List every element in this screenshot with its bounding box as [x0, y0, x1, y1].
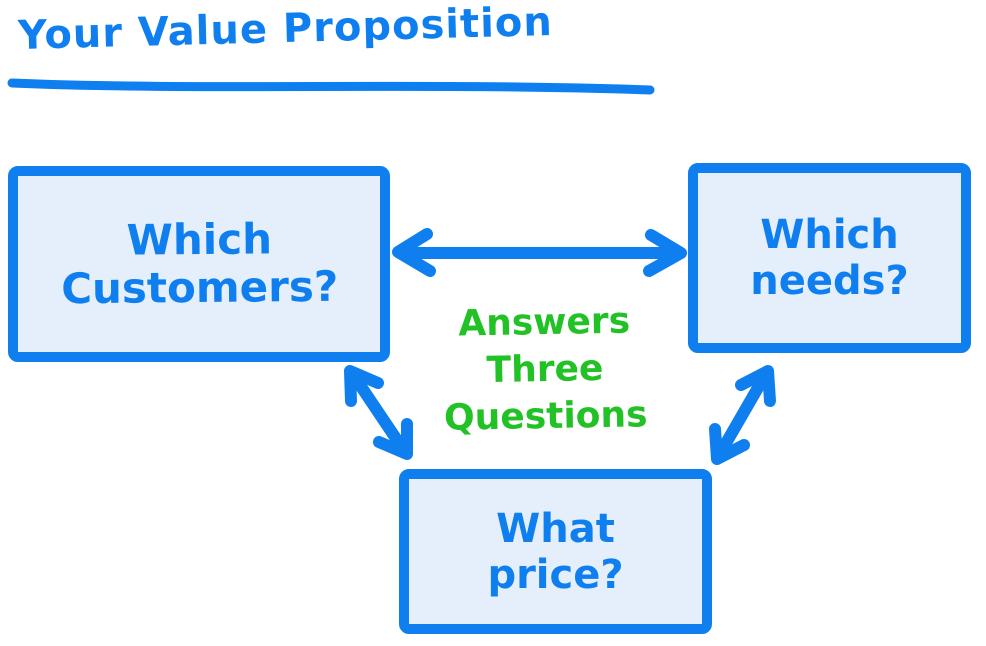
diagram-title: Your Value Proposition — [17, 0, 554, 59]
double-arrow-price-needs — [709, 365, 776, 465]
double-arrow-customers-price — [344, 365, 413, 460]
box-which-needs: Which needs? — [688, 163, 971, 353]
double-arrow-customers-needs — [392, 228, 687, 277]
title-underline-stroke — [7, 78, 655, 95]
box-which-customers-label: Which Customers? — [60, 214, 338, 314]
arrow-head-top-icon — [344, 365, 384, 407]
box-which-needs-label: Which needs? — [750, 212, 909, 304]
box-which-customers: Which Customers? — [8, 166, 390, 362]
box-what-price-label: What price? — [487, 505, 624, 598]
arrow-head-left-icon — [392, 228, 436, 277]
arrow-head-bottom-icon — [709, 423, 750, 465]
box-what-price: What price? — [399, 469, 712, 634]
arrow-shaft — [716, 373, 769, 456]
annotation-answers-three-questions: Answers Three Questions — [443, 300, 648, 439]
arrow-head-right-icon — [643, 229, 687, 277]
arrow-shaft — [350, 373, 407, 452]
arrow-head-top-icon — [735, 365, 776, 407]
